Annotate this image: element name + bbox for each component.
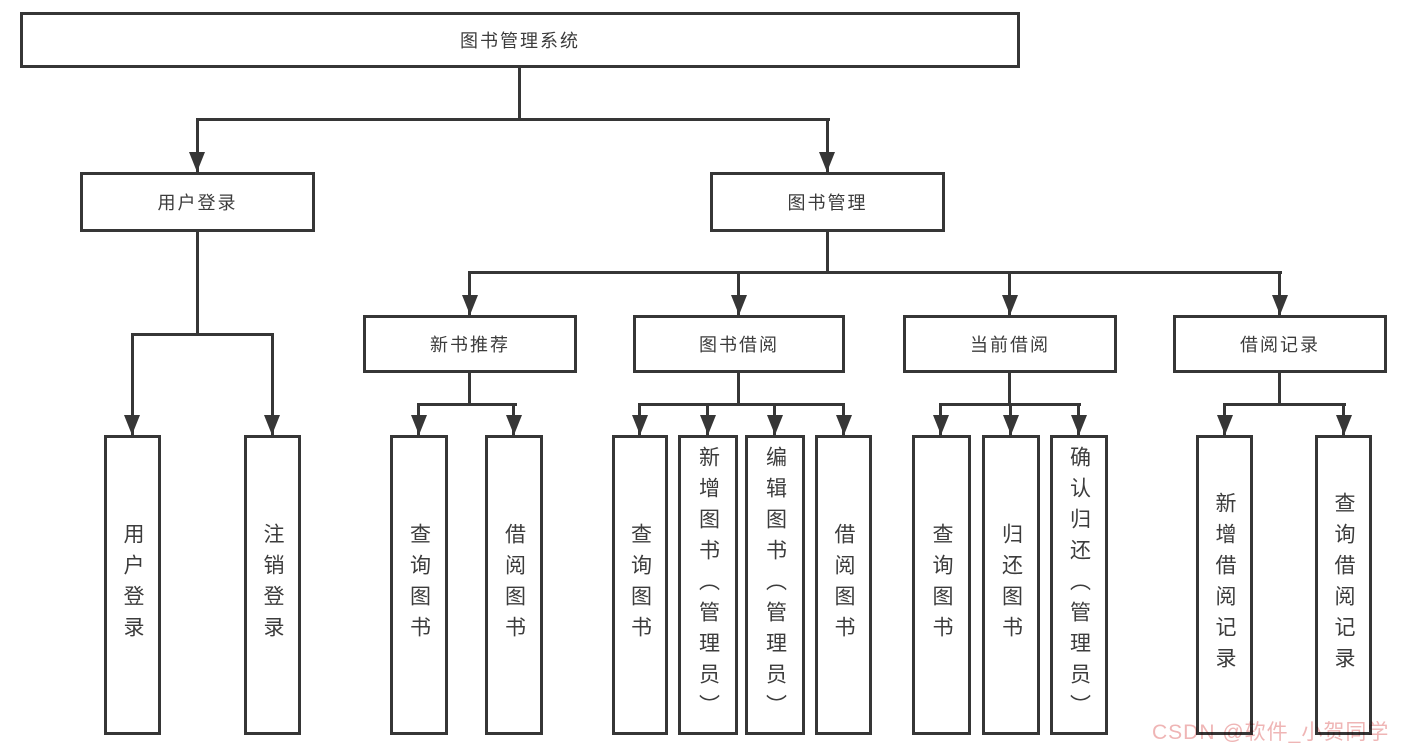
- connector-hline: [638, 403, 845, 406]
- connector-vline: [1278, 370, 1281, 406]
- arrowhead-icon: [124, 415, 140, 435]
- arrowhead-icon: [462, 295, 478, 315]
- node-leaf-add-books-admin: 新增图书（管理员）: [678, 435, 738, 735]
- connector-vline: [1008, 271, 1011, 315]
- node-leaf-query-borrow-record: 查询借阅记录: [1315, 435, 1372, 735]
- arrowhead-icon: [632, 415, 648, 435]
- arrowhead-icon: [767, 415, 783, 435]
- node-borrow-records: 借阅记录: [1173, 315, 1387, 373]
- node-leaf-logout: 注销登录: [244, 435, 301, 735]
- connector-hline: [1223, 403, 1346, 406]
- connector-hline: [131, 333, 274, 336]
- arrowhead-icon: [1003, 415, 1019, 435]
- watermark: CSDN @软件_小贺同学: [1152, 721, 1390, 744]
- arrowhead-icon: [1272, 295, 1288, 315]
- node-leaf-add-borrow-record: 新增借阅记录: [1196, 435, 1253, 735]
- connector-vline: [271, 333, 274, 435]
- arrowhead-icon: [1002, 295, 1018, 315]
- arrowhead-icon: [819, 152, 835, 172]
- node-leaf-borrow-books-2: 借阅图书: [815, 435, 872, 735]
- connector-vline: [131, 333, 134, 435]
- node-leaf-query-books-2: 查询图书: [612, 435, 668, 735]
- connector-vline: [1008, 370, 1011, 406]
- connector-vline: [826, 118, 829, 172]
- connector-vline: [196, 118, 199, 172]
- node-leaf-query-books-1: 查询图书: [390, 435, 448, 735]
- connector-hline: [196, 118, 830, 121]
- connector-vline: [468, 370, 471, 406]
- node-leaf-query-books-3: 查询图书: [912, 435, 971, 735]
- node-new-book-recommend: 新书推荐: [363, 315, 577, 373]
- arrowhead-icon: [506, 415, 522, 435]
- arrowhead-icon: [933, 415, 949, 435]
- arrowhead-icon: [700, 415, 716, 435]
- node-leaf-return-books: 归还图书: [982, 435, 1040, 735]
- arrowhead-icon: [731, 295, 747, 315]
- node-book-management: 图书管理: [710, 172, 945, 232]
- connector-vline: [468, 271, 471, 315]
- connector-vline: [1278, 271, 1281, 315]
- node-current-borrowing: 当前借阅: [903, 315, 1117, 373]
- arrowhead-icon: [189, 152, 205, 172]
- node-leaf-edit-books-admin: 编辑图书（管理员）: [745, 435, 805, 735]
- arrowhead-icon: [1217, 415, 1233, 435]
- arrowhead-icon: [836, 415, 852, 435]
- node-book-borrowing: 图书借阅: [633, 315, 845, 373]
- arrowhead-icon: [264, 415, 280, 435]
- connector-vline: [737, 271, 740, 315]
- node-user-login: 用户登录: [80, 172, 315, 232]
- node-leaf-borrow-books-1: 借阅图书: [485, 435, 543, 735]
- arrowhead-icon: [411, 415, 427, 435]
- connector-vline: [196, 229, 199, 336]
- arrowhead-icon: [1336, 415, 1352, 435]
- connector-vline: [826, 229, 829, 274]
- node-root: 图书管理系统: [20, 12, 1020, 68]
- connector-hline: [417, 403, 517, 406]
- connector-vline: [518, 66, 521, 120]
- connector-vline: [737, 370, 740, 406]
- connector-hline: [468, 271, 1282, 274]
- arrowhead-icon: [1071, 415, 1087, 435]
- node-leaf-user-login: 用户登录: [104, 435, 161, 735]
- node-leaf-confirm-return-admin: 确认归还（管理员）: [1050, 435, 1108, 735]
